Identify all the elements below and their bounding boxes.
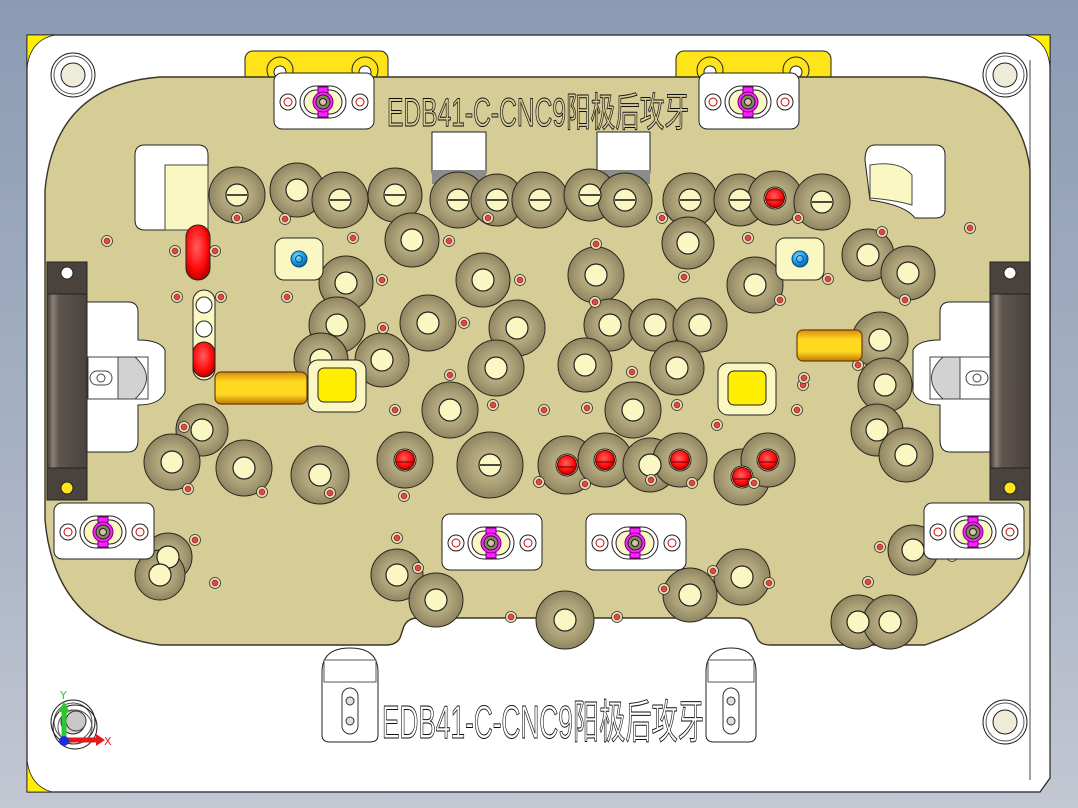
handle-right[interactable]: [989, 261, 1031, 501]
clamp-top-left[interactable]: [273, 72, 375, 130]
z-axis-icon: [59, 736, 69, 746]
handle-left[interactable]: [46, 261, 88, 501]
axis-triad: Y X: [52, 689, 112, 750]
clamp-mid-right[interactable]: [923, 502, 1025, 560]
corner-chamfer: [26, 34, 56, 69]
clamp-mid-left[interactable]: [53, 502, 155, 560]
side-latch-right: [912, 301, 991, 453]
axis-y-label: Y: [59, 689, 67, 702]
yellow-pad-left: [307, 359, 367, 413]
push-block-right[interactable]: [796, 329, 863, 362]
locator-pad-right: [775, 237, 825, 281]
engraving-bottom: EDB41-C-CNC9阳极后攻牙: [382, 696, 704, 748]
clamp-plates: [53, 72, 1025, 571]
yellow-pad-right: [717, 362, 777, 416]
clamp-mid-center-right[interactable]: [585, 513, 687, 571]
clamp-mid-center-left[interactable]: [441, 513, 543, 571]
clamp-top-right[interactable]: [698, 72, 800, 130]
bottom-locator-nubs: [321, 647, 757, 743]
corner-cutouts: [134, 144, 946, 231]
side-latch-left: [86, 301, 166, 453]
part-pockets: [101, 162, 976, 650]
push-block-left[interactable]: [214, 371, 308, 405]
locator-pad-left: [274, 237, 324, 281]
axis-x-label: X: [104, 735, 112, 748]
engraving-top: EDB41-C-CNC9阳极后攻牙: [387, 91, 689, 135]
